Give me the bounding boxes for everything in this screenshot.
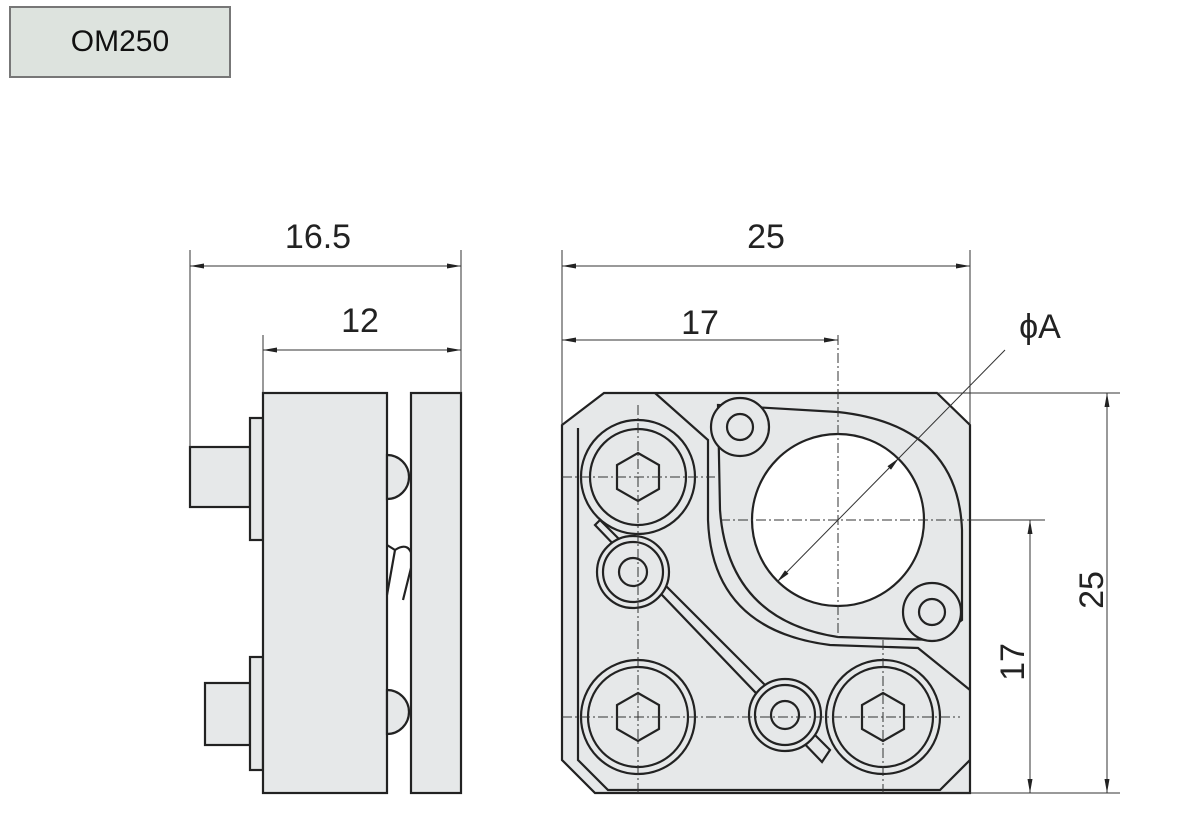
- dim-width: 25: [747, 218, 785, 256]
- upper-flange: [248, 416, 265, 542]
- dim-overall-depth: 16.5: [285, 218, 351, 256]
- model-label: OM250: [9, 6, 231, 78]
- lower-flange: [248, 655, 265, 772]
- spring: [385, 544, 415, 601]
- front-plate: [409, 391, 463, 795]
- upper-ball: [385, 453, 411, 501]
- front-view: 25 17 ϕA 25 17: [560, 218, 1120, 795]
- lower-ball: [385, 688, 411, 736]
- dim-plate-depth: 12: [341, 302, 379, 340]
- back-plate: [261, 391, 389, 795]
- dim-aperture: ϕA: [1019, 308, 1061, 346]
- mount-screw-top: [709, 396, 771, 458]
- dim-line-aperture: [776, 457, 900, 583]
- adjust-slot: [593, 518, 832, 764]
- side-view: 16.5 12: [188, 218, 463, 795]
- adjuster-upper: [595, 534, 671, 610]
- upper-knob: [188, 445, 252, 509]
- adjuster-lower: [747, 677, 823, 753]
- dim-hole-y: 17: [994, 643, 1032, 681]
- dim-height: 25: [1073, 571, 1111, 609]
- mount-screw-bottom: [901, 581, 963, 643]
- lower-knob: [203, 681, 252, 747]
- dim-hole-x: 17: [681, 304, 719, 342]
